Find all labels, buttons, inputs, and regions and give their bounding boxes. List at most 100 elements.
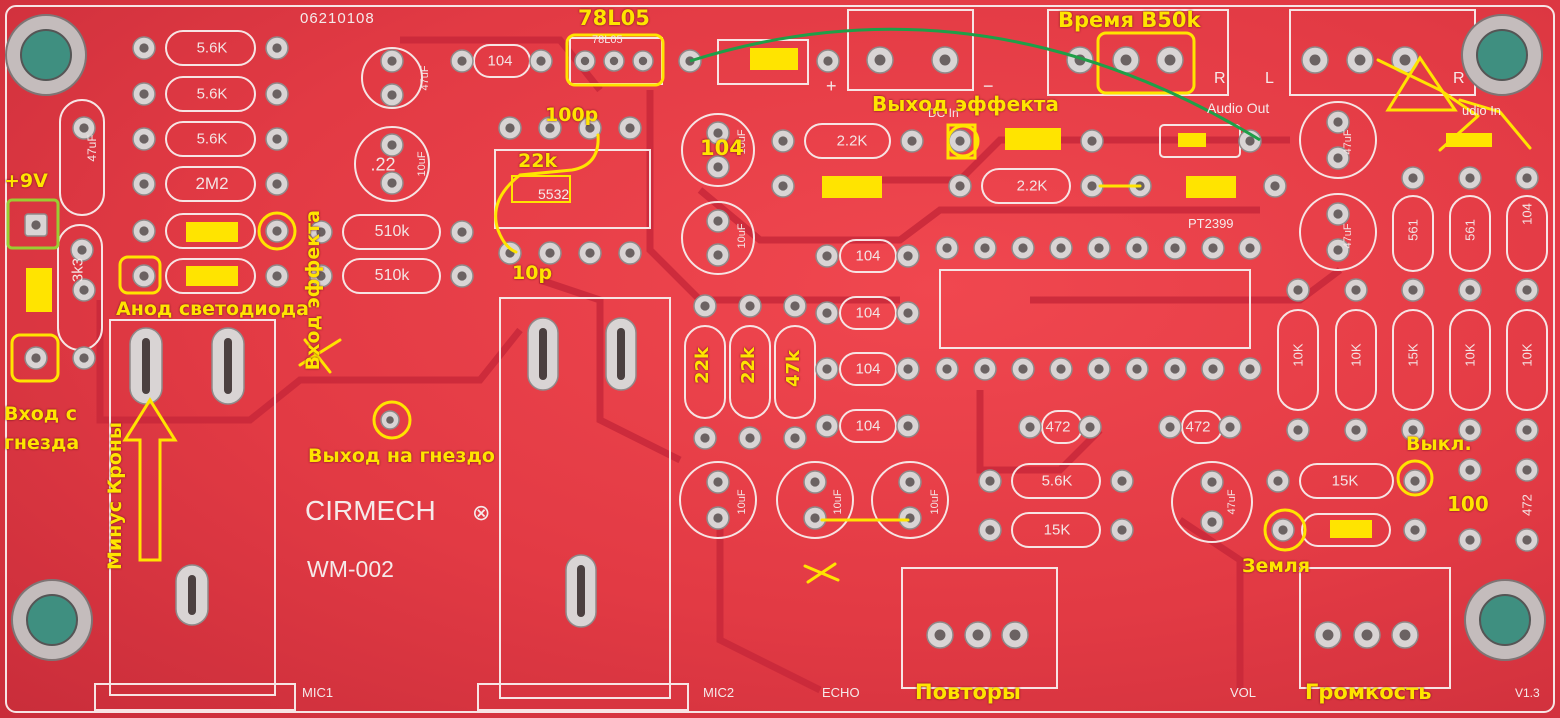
cap-value: 104 (487, 52, 513, 70)
annotation-time-pot: Время B50k (1058, 8, 1201, 32)
yellow-marker (1186, 176, 1236, 198)
pad-hole (1117, 525, 1127, 535)
board-outline (5, 5, 1555, 713)
pad-hole (387, 56, 397, 66)
pad-hole (1399, 54, 1411, 66)
resistor-value: 15K (1405, 343, 1421, 367)
audio-out-label: Audio Out (1207, 100, 1270, 116)
pad-hole (745, 433, 755, 443)
resistor-value: 15K (1043, 521, 1071, 539)
pad-hole (1408, 425, 1418, 435)
pad-hole (1465, 173, 1475, 183)
pad-hole (1465, 285, 1475, 295)
capacitor-outline (776, 461, 854, 539)
cap-value: 10uF (736, 223, 748, 249)
resistor-value: 2.2K (836, 132, 868, 150)
slot-hole (617, 328, 625, 380)
pad-hole (1293, 285, 1303, 295)
brand-mark-icon: ⊗ (472, 500, 491, 525)
pad-hole (1270, 181, 1280, 191)
resistor-outline (1277, 309, 1319, 411)
connector-outline (94, 683, 296, 711)
resistor-outline (1392, 195, 1434, 272)
pad-hole (934, 629, 946, 641)
brand-label: CIRMECH (305, 495, 436, 526)
pad-hole (1410, 476, 1420, 486)
pad-hole (903, 308, 913, 318)
pad-hole (79, 353, 89, 363)
cap-value: 104 (855, 304, 881, 322)
pad-hole (700, 301, 710, 311)
resistor-value: 510k (374, 267, 410, 284)
pad-hole (1245, 136, 1255, 146)
pad-hole (903, 421, 913, 431)
pad-hole (1293, 425, 1303, 435)
pad-hole (386, 416, 394, 424)
annotation-10p: 10p (512, 262, 553, 284)
pad-hole (713, 128, 723, 138)
pad-hole (316, 227, 326, 237)
annotation-47k: 47k (783, 350, 804, 388)
pad-hole (713, 250, 723, 260)
pad-hole (1018, 243, 1028, 253)
pad-hole (536, 56, 546, 66)
resistor-outline (804, 123, 891, 159)
mounting-hole (26, 594, 78, 646)
resistor-outline (165, 76, 256, 112)
cap-value: .22 (370, 154, 396, 175)
green-box (6, 198, 60, 250)
pad-hole (505, 123, 515, 133)
pad-hole (822, 308, 832, 318)
pad-hole (1245, 364, 1255, 374)
pad-hole (713, 477, 723, 487)
pad-hole (1120, 54, 1132, 66)
cap-value: 104 (855, 417, 881, 435)
resistor-outline (165, 213, 256, 249)
annotation-battery-minus: Минус Кроны (104, 421, 126, 570)
resistor-value: 561 (1405, 219, 1421, 241)
audio-in-label: udio In (1462, 103, 1502, 118)
pad-hole (1408, 285, 1418, 295)
pad-hole (985, 476, 995, 486)
annotation-104: 104 (700, 136, 744, 160)
pad-hole (1165, 422, 1175, 432)
annotation-repeats: Повторы (915, 680, 1021, 704)
pad-hole (585, 123, 595, 133)
minus-label: − (983, 76, 994, 96)
l-channel-label: L (1265, 70, 1274, 87)
pad-hole (139, 134, 149, 144)
pad-hole (1410, 525, 1420, 535)
dc-in-label: DC In (928, 106, 959, 120)
annotation-jack-in: Вход с гнезда (4, 403, 80, 454)
pad-hole (1132, 364, 1142, 374)
pad-hole (457, 227, 467, 237)
resistor-outline (1392, 309, 1434, 411)
capacitor-outline (839, 352, 897, 386)
pad-hole (1465, 465, 1475, 475)
pot-outline (847, 9, 974, 91)
resistor-outline (342, 258, 441, 294)
pad-hole (1094, 364, 1104, 374)
pad-hole (713, 513, 723, 523)
pad-hole (1333, 153, 1343, 163)
annotation-22k: 22k (518, 150, 558, 172)
pad-hole (1208, 364, 1218, 374)
yellow-resistor-sketch (511, 175, 571, 203)
resistor-outline (684, 325, 726, 419)
pad-hole (31, 220, 41, 230)
pad-hole (609, 56, 619, 66)
r-input-label: R (1453, 70, 1465, 87)
resistor-outline (165, 121, 256, 157)
pad-hole (387, 90, 397, 100)
cap-value: 104 (855, 247, 881, 265)
pad-hole (907, 136, 917, 146)
pad-hole (585, 248, 595, 258)
pad-hole (700, 433, 710, 443)
pad-hole (1009, 629, 1021, 641)
vol-label: VOL (1230, 685, 1257, 700)
pad-hole (1333, 245, 1343, 255)
yellow-rect (118, 255, 162, 295)
resistor-outline (729, 325, 771, 419)
resistor-outline (1335, 309, 1377, 411)
yellow-marker (1330, 520, 1372, 538)
